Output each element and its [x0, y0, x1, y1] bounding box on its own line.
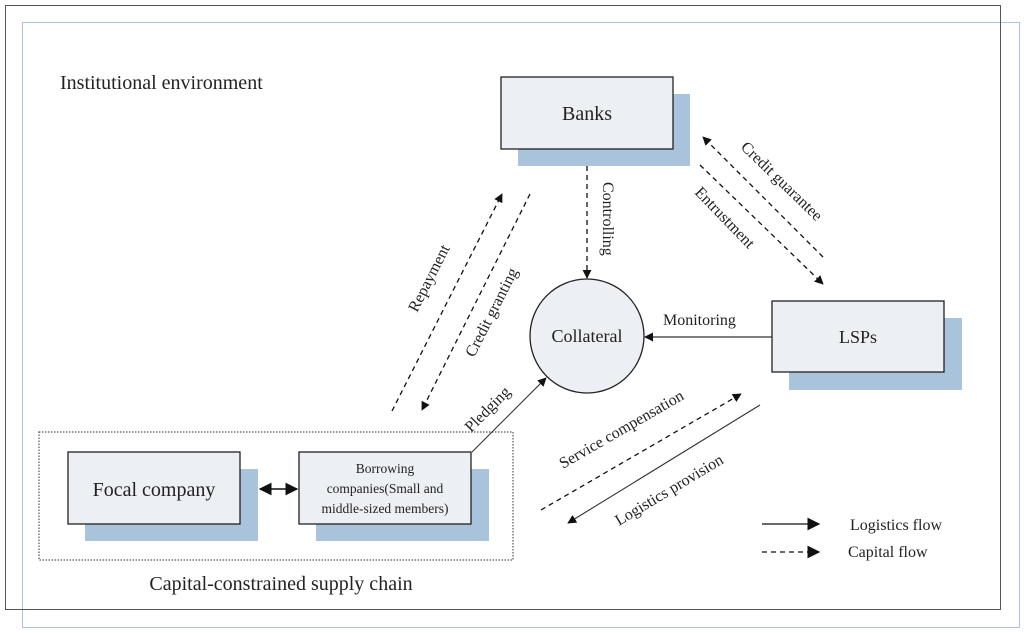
legend: Logistics flow Capital flow: [762, 517, 942, 561]
borrowing-companies-node[interactable]: Borrowing companies(Small and middle-siz…: [298, 451, 489, 541]
entrustment-label: Entrustment: [691, 184, 758, 252]
banks-box: [500, 76, 674, 150]
supply-chain-label: Capital-constrained supply chain: [149, 573, 412, 595]
pledging-arrow: [471, 377, 547, 453]
lsps-node[interactable]: LSPs: [771, 300, 962, 390]
legend-logistics-label: Logistics flow: [850, 517, 942, 534]
focal-company-node[interactable]: Focal company: [67, 451, 258, 541]
outer-frame: [5, 5, 1001, 610]
borrowing-label-line2: companies(Small and: [327, 481, 444, 496]
credit-granting-arrow: [421, 193, 531, 411]
logistics-provision-label: Logistics provision: [612, 451, 726, 529]
collateral-circle: [529, 278, 645, 394]
inner-frame: [22, 22, 1020, 628]
environment-label: Institutional environment: [60, 72, 263, 94]
borrowing-box: [298, 451, 472, 525]
borrowing-label-line3: middle-sized members): [321, 501, 448, 516]
repayment-arrow: [391, 193, 503, 412]
banks-node[interactable]: Banks: [500, 76, 690, 166]
supply-chain-container: [38, 431, 514, 561]
borrowing-label-line1: Borrowing: [356, 461, 415, 476]
focal-label: Focal company: [93, 479, 216, 501]
collateral-node[interactable]: Collateral: [529, 278, 645, 394]
credit-granting-label: Credit granting: [462, 265, 521, 359]
credit-guarantee-label: Credit guarantee: [737, 139, 825, 225]
banks-label: Banks: [562, 103, 612, 125]
collateral-label: Collateral: [552, 326, 623, 346]
focal-box: [67, 451, 241, 525]
controlling-label: Controlling: [599, 182, 616, 256]
service-compensation-label: Service compensation: [557, 387, 687, 472]
monitoring-label: Monitoring: [663, 312, 736, 329]
lsps-label: LSPs: [839, 327, 877, 347]
service-compensation-arrow: [540, 393, 742, 511]
lsps-box: [771, 300, 945, 373]
pledging-label: Pledging: [462, 384, 514, 436]
credit-guarantee-arrow: [702, 136, 824, 258]
entrustment-arrow: [699, 164, 824, 285]
legend-capital-label: Capital flow: [848, 544, 928, 561]
logistics-provision-arrow: [567, 404, 761, 524]
